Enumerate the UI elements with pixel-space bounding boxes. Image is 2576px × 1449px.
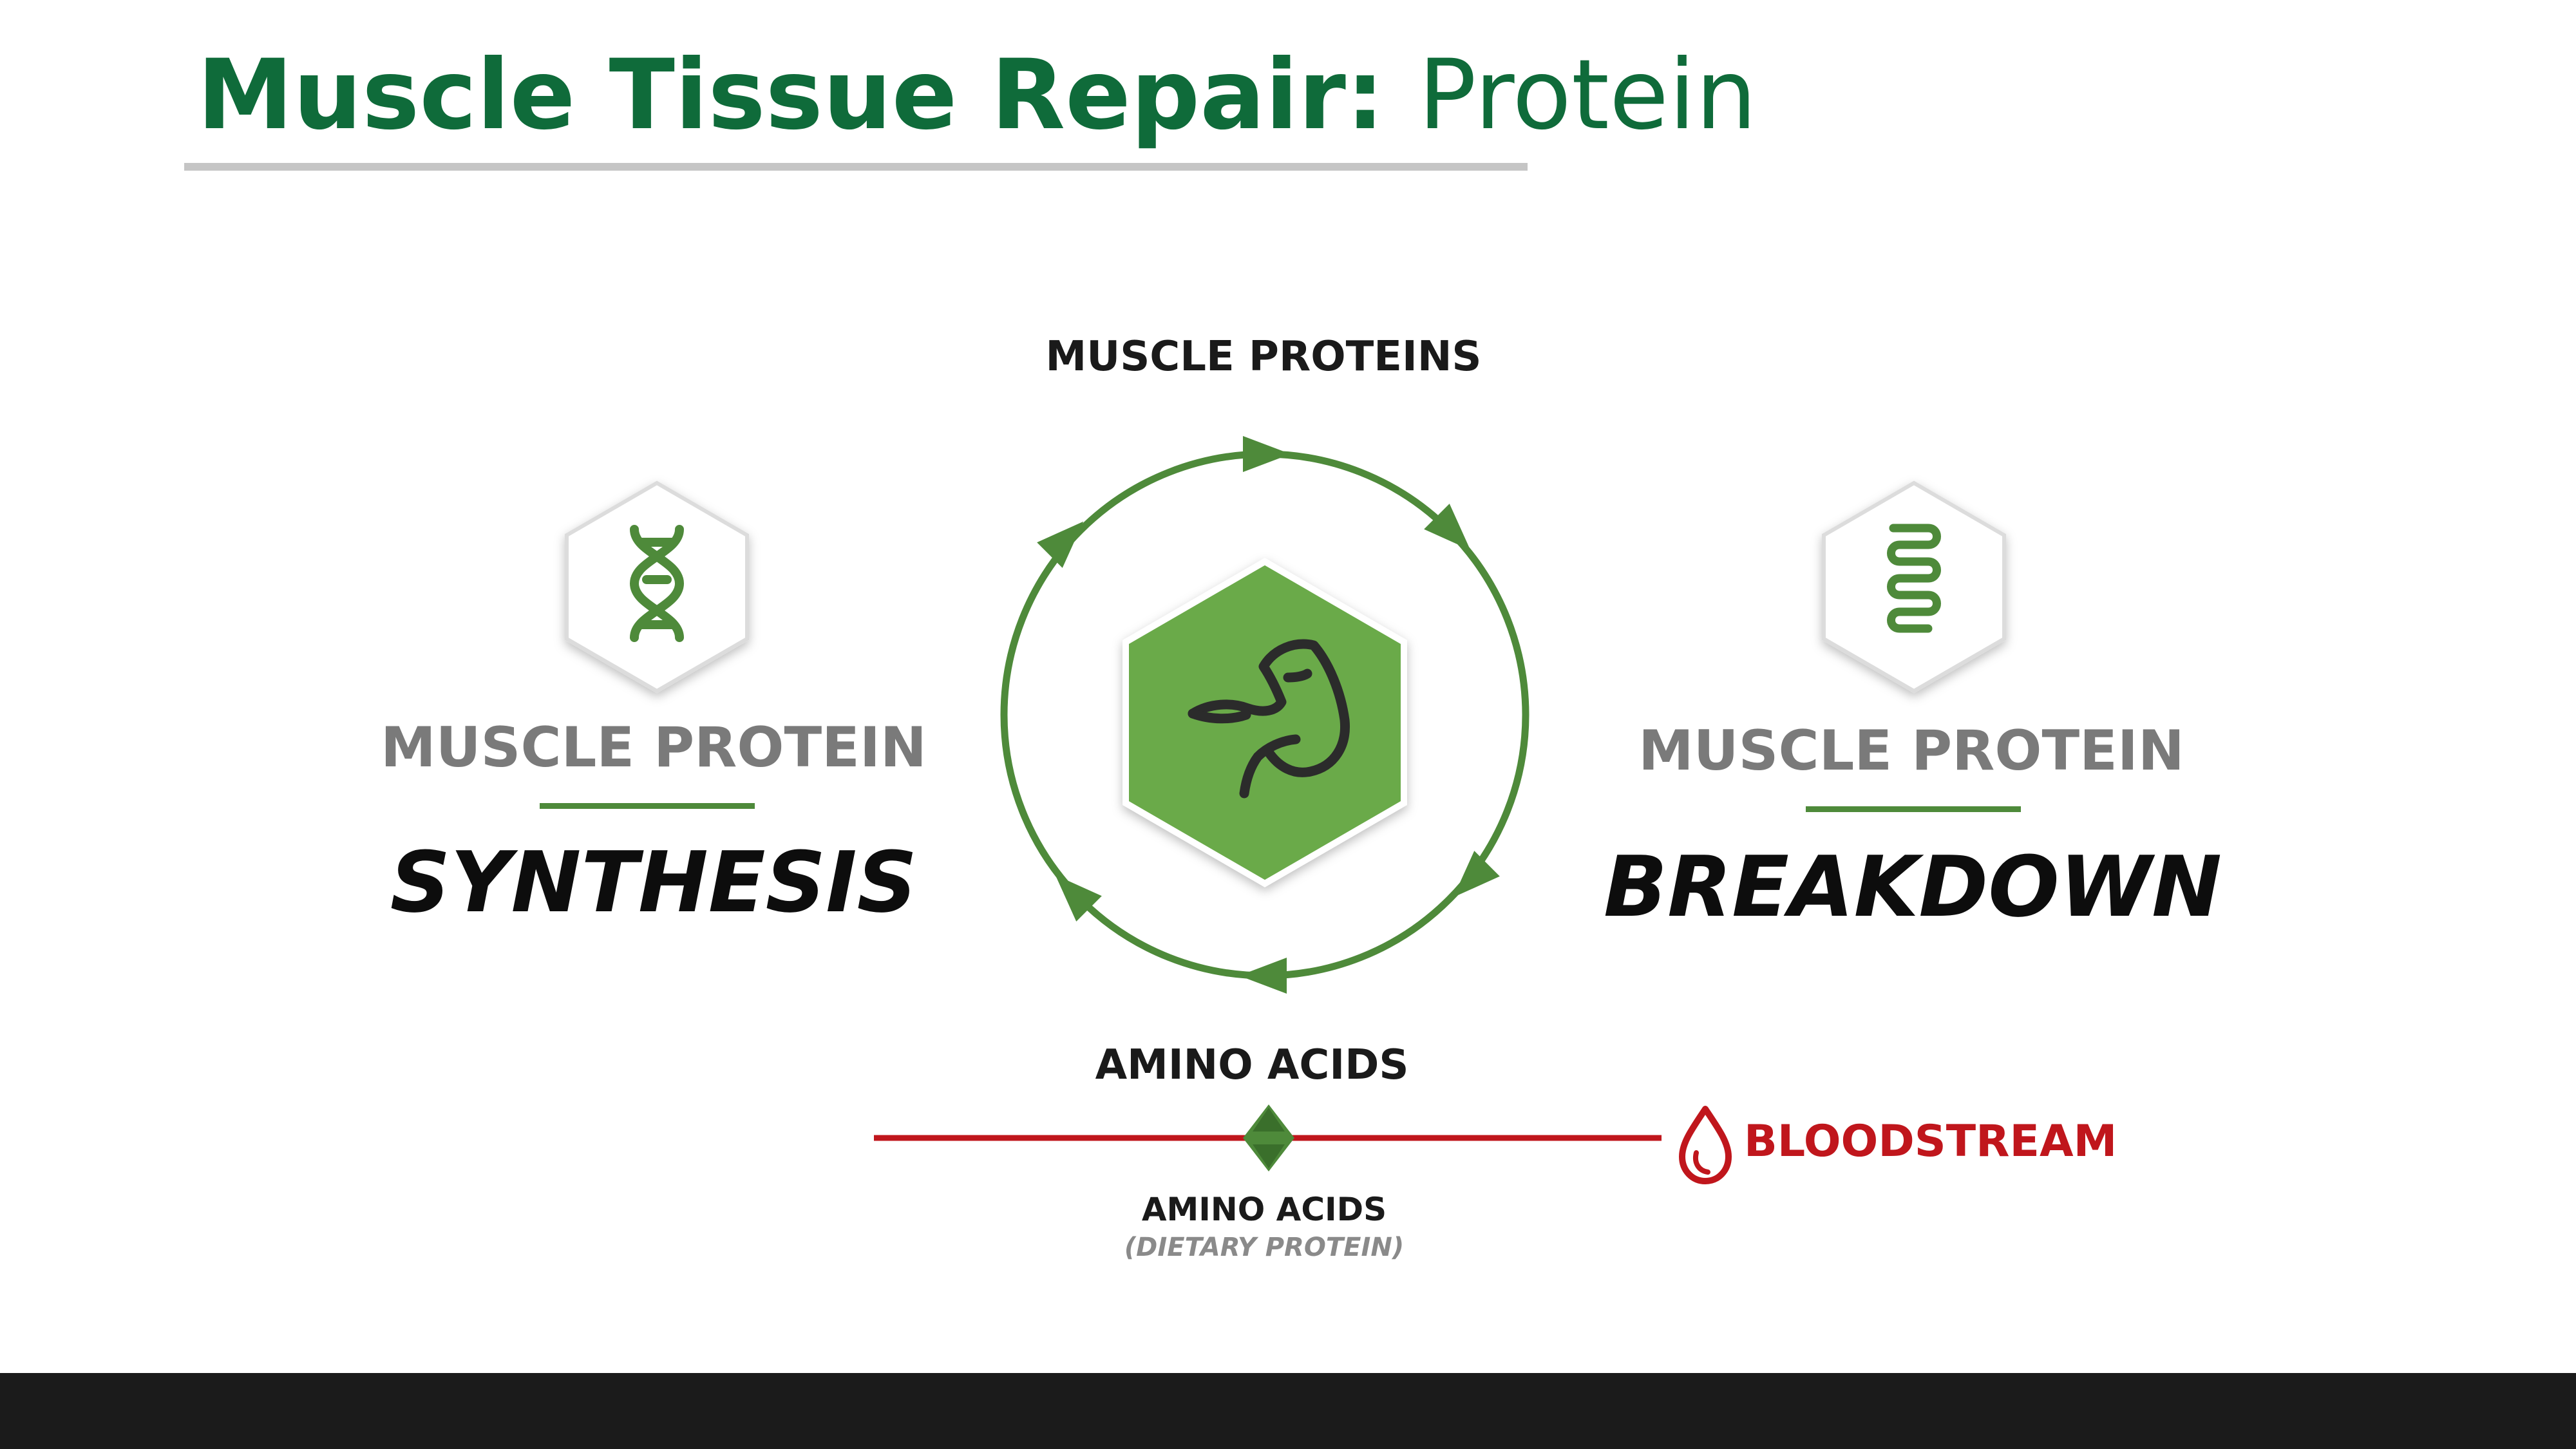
slide-title-light: Protein xyxy=(1418,39,1757,151)
cycle-arrows xyxy=(1037,436,1500,994)
junction-arrow-icon xyxy=(1243,1104,1294,1171)
footer-bar xyxy=(0,1373,2576,1449)
cycle-arrow-bottom xyxy=(1239,958,1287,994)
dietary-amino-acids-label: AMINO ACIDS xyxy=(1142,1191,1387,1228)
breakdown-subheading: BREAKDOWN xyxy=(1604,838,2222,936)
amino-acids-label: AMINO ACIDS xyxy=(1095,1041,1409,1089)
coil-icon xyxy=(1887,524,1941,633)
flexed-arm-icon xyxy=(1188,639,1350,799)
protein-cycle-diagram: MUSCLE PROTEINS MUSCLE PROTEIN SYNTHESIS xyxy=(381,333,2222,1262)
dietary-protein-sublabel: (DIETARY PROTEIN) xyxy=(1124,1233,1404,1262)
slide-title-bold: Muscle Tissue Repair: xyxy=(197,39,1385,151)
synthesis-subheading: SYNTHESIS xyxy=(390,833,917,931)
breakdown-hexagon xyxy=(1822,480,2006,694)
cycle-arrow-lower-left xyxy=(1055,875,1102,922)
breakdown-heading: MUSCLE PROTEIN xyxy=(1638,719,2184,783)
cycle-arrow-upper-right xyxy=(1424,504,1471,551)
dna-icon xyxy=(629,525,685,642)
cycle-arrow-upper-left xyxy=(1037,521,1084,568)
blood-drop-icon xyxy=(1679,1106,1732,1184)
synthesis-hexagon xyxy=(565,480,749,694)
slide-title: Muscle Tissue Repair: Protein xyxy=(197,37,1757,153)
center-hexagon xyxy=(1122,558,1407,887)
synthesis-heading: MUSCLE PROTEIN xyxy=(381,715,927,780)
cycle-arrow-lower-right xyxy=(1453,851,1500,898)
title-underline xyxy=(184,163,1528,171)
muscle-proteins-label: MUSCLE PROTEINS xyxy=(1046,333,1482,381)
synthesis-divider xyxy=(540,803,755,809)
bloodstream-label: BLOODSTREAM xyxy=(1744,1116,2117,1167)
cycle-arrow-top xyxy=(1243,436,1291,472)
breakdown-divider xyxy=(1806,806,2021,812)
